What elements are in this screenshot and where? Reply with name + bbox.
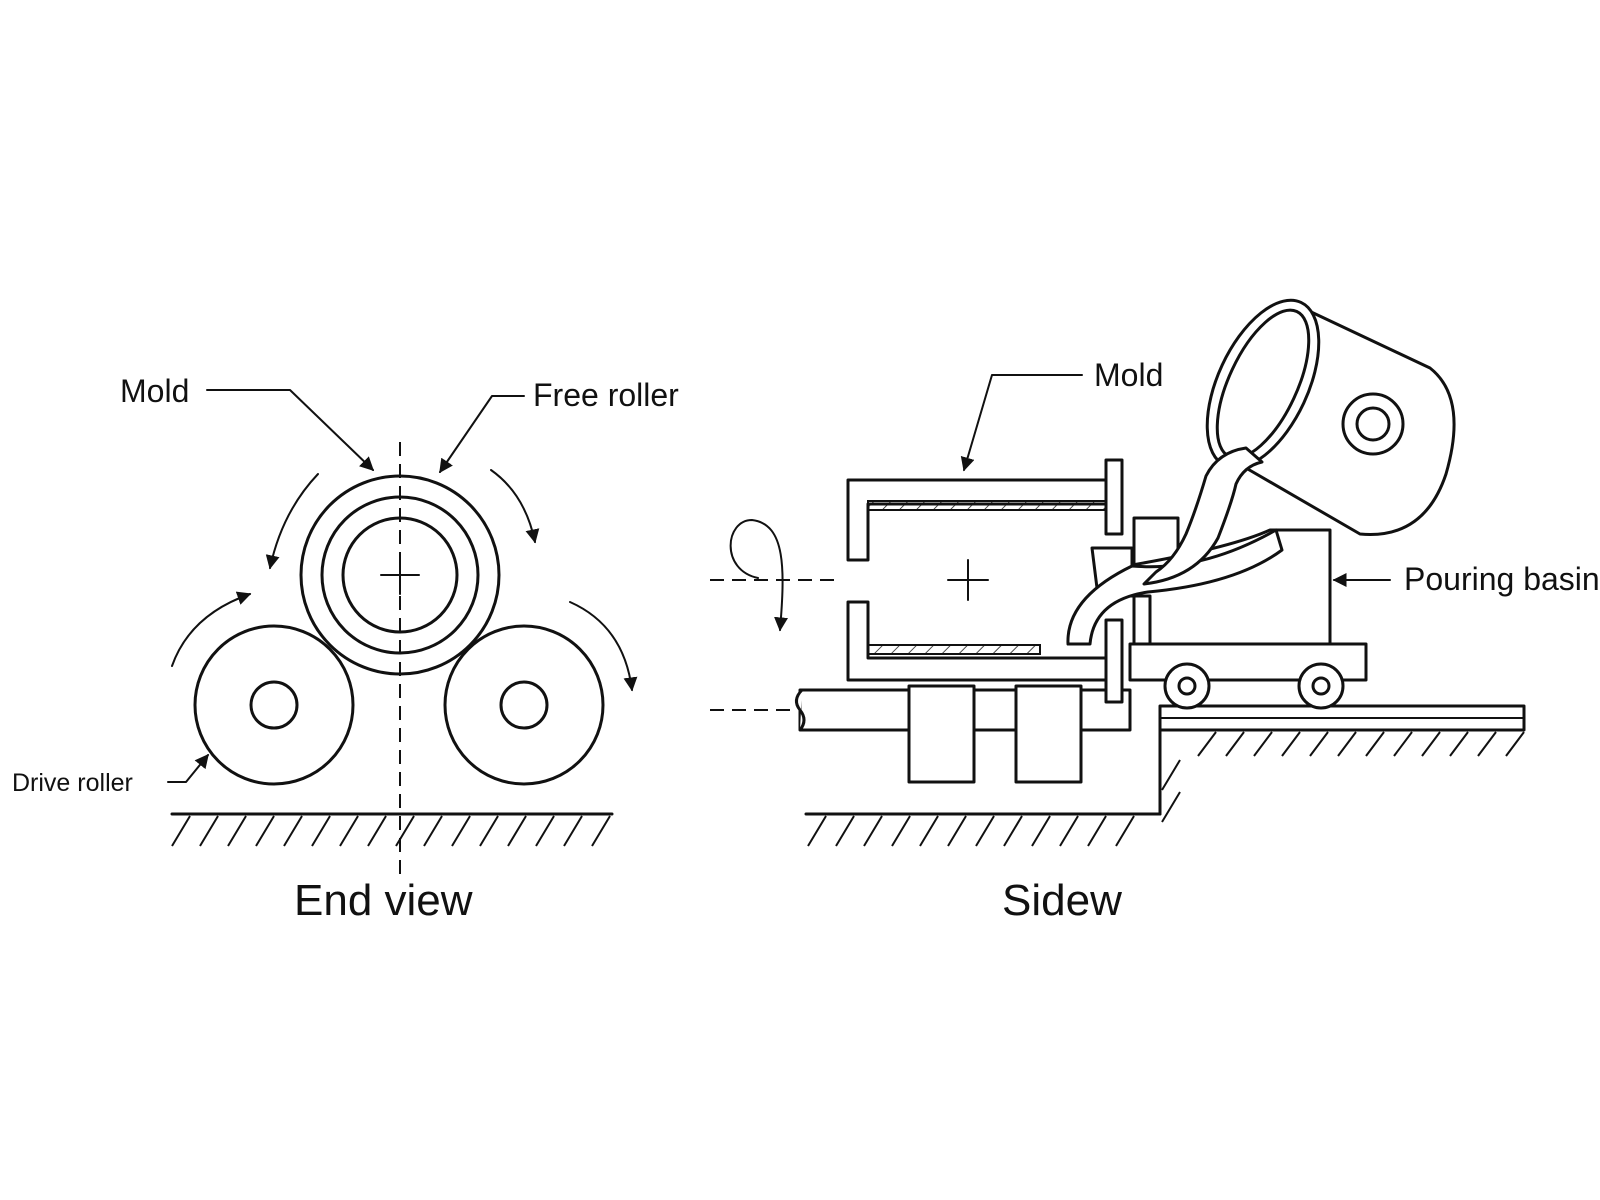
support-block-right [1014,684,1083,784]
pouring-trough [1066,528,1284,646]
cart-wheel-left [1163,662,1211,710]
mold-end-flange-top [1104,458,1124,536]
pouring-basin-label: Pouring basin [1404,561,1600,597]
side-view-rail [1158,704,1526,757]
cart-wheel-right [1297,662,1345,710]
ladle-trunnion [1341,392,1405,456]
mold-end-flange-bottom [1104,618,1124,704]
support-block-left [907,684,976,784]
side-view-caption: Sidew [1002,876,1122,925]
right-drive-roller [443,624,605,786]
free-roller-label: Free roller [533,377,679,413]
ladle [1205,298,1456,536]
end-view-caption: End view [294,876,473,925]
left-drive-roller [193,624,355,786]
drive-roller-leader-line [167,753,209,783]
free-roller-leader-line [439,395,525,474]
axial-rotation-arrow [729,519,789,632]
side-view-mold [846,458,1124,704]
side-view-mold-label: Mold [1094,357,1163,393]
end-view-ground [170,812,614,847]
rotation-arrows [171,469,638,692]
end-view: Mold Free roller Drive roller End view [12,373,679,925]
drive-roller-label: Drive roller [12,769,133,797]
side-mold-leader-line [960,374,1083,472]
side-view: Mold Pouring basin Sidew [710,298,1600,925]
mold-leader-line [206,389,375,471]
molten-metal-stream [1142,446,1264,586]
end-view-mold-label: Mold [120,373,189,409]
side-view-lower-ground [804,720,1181,847]
